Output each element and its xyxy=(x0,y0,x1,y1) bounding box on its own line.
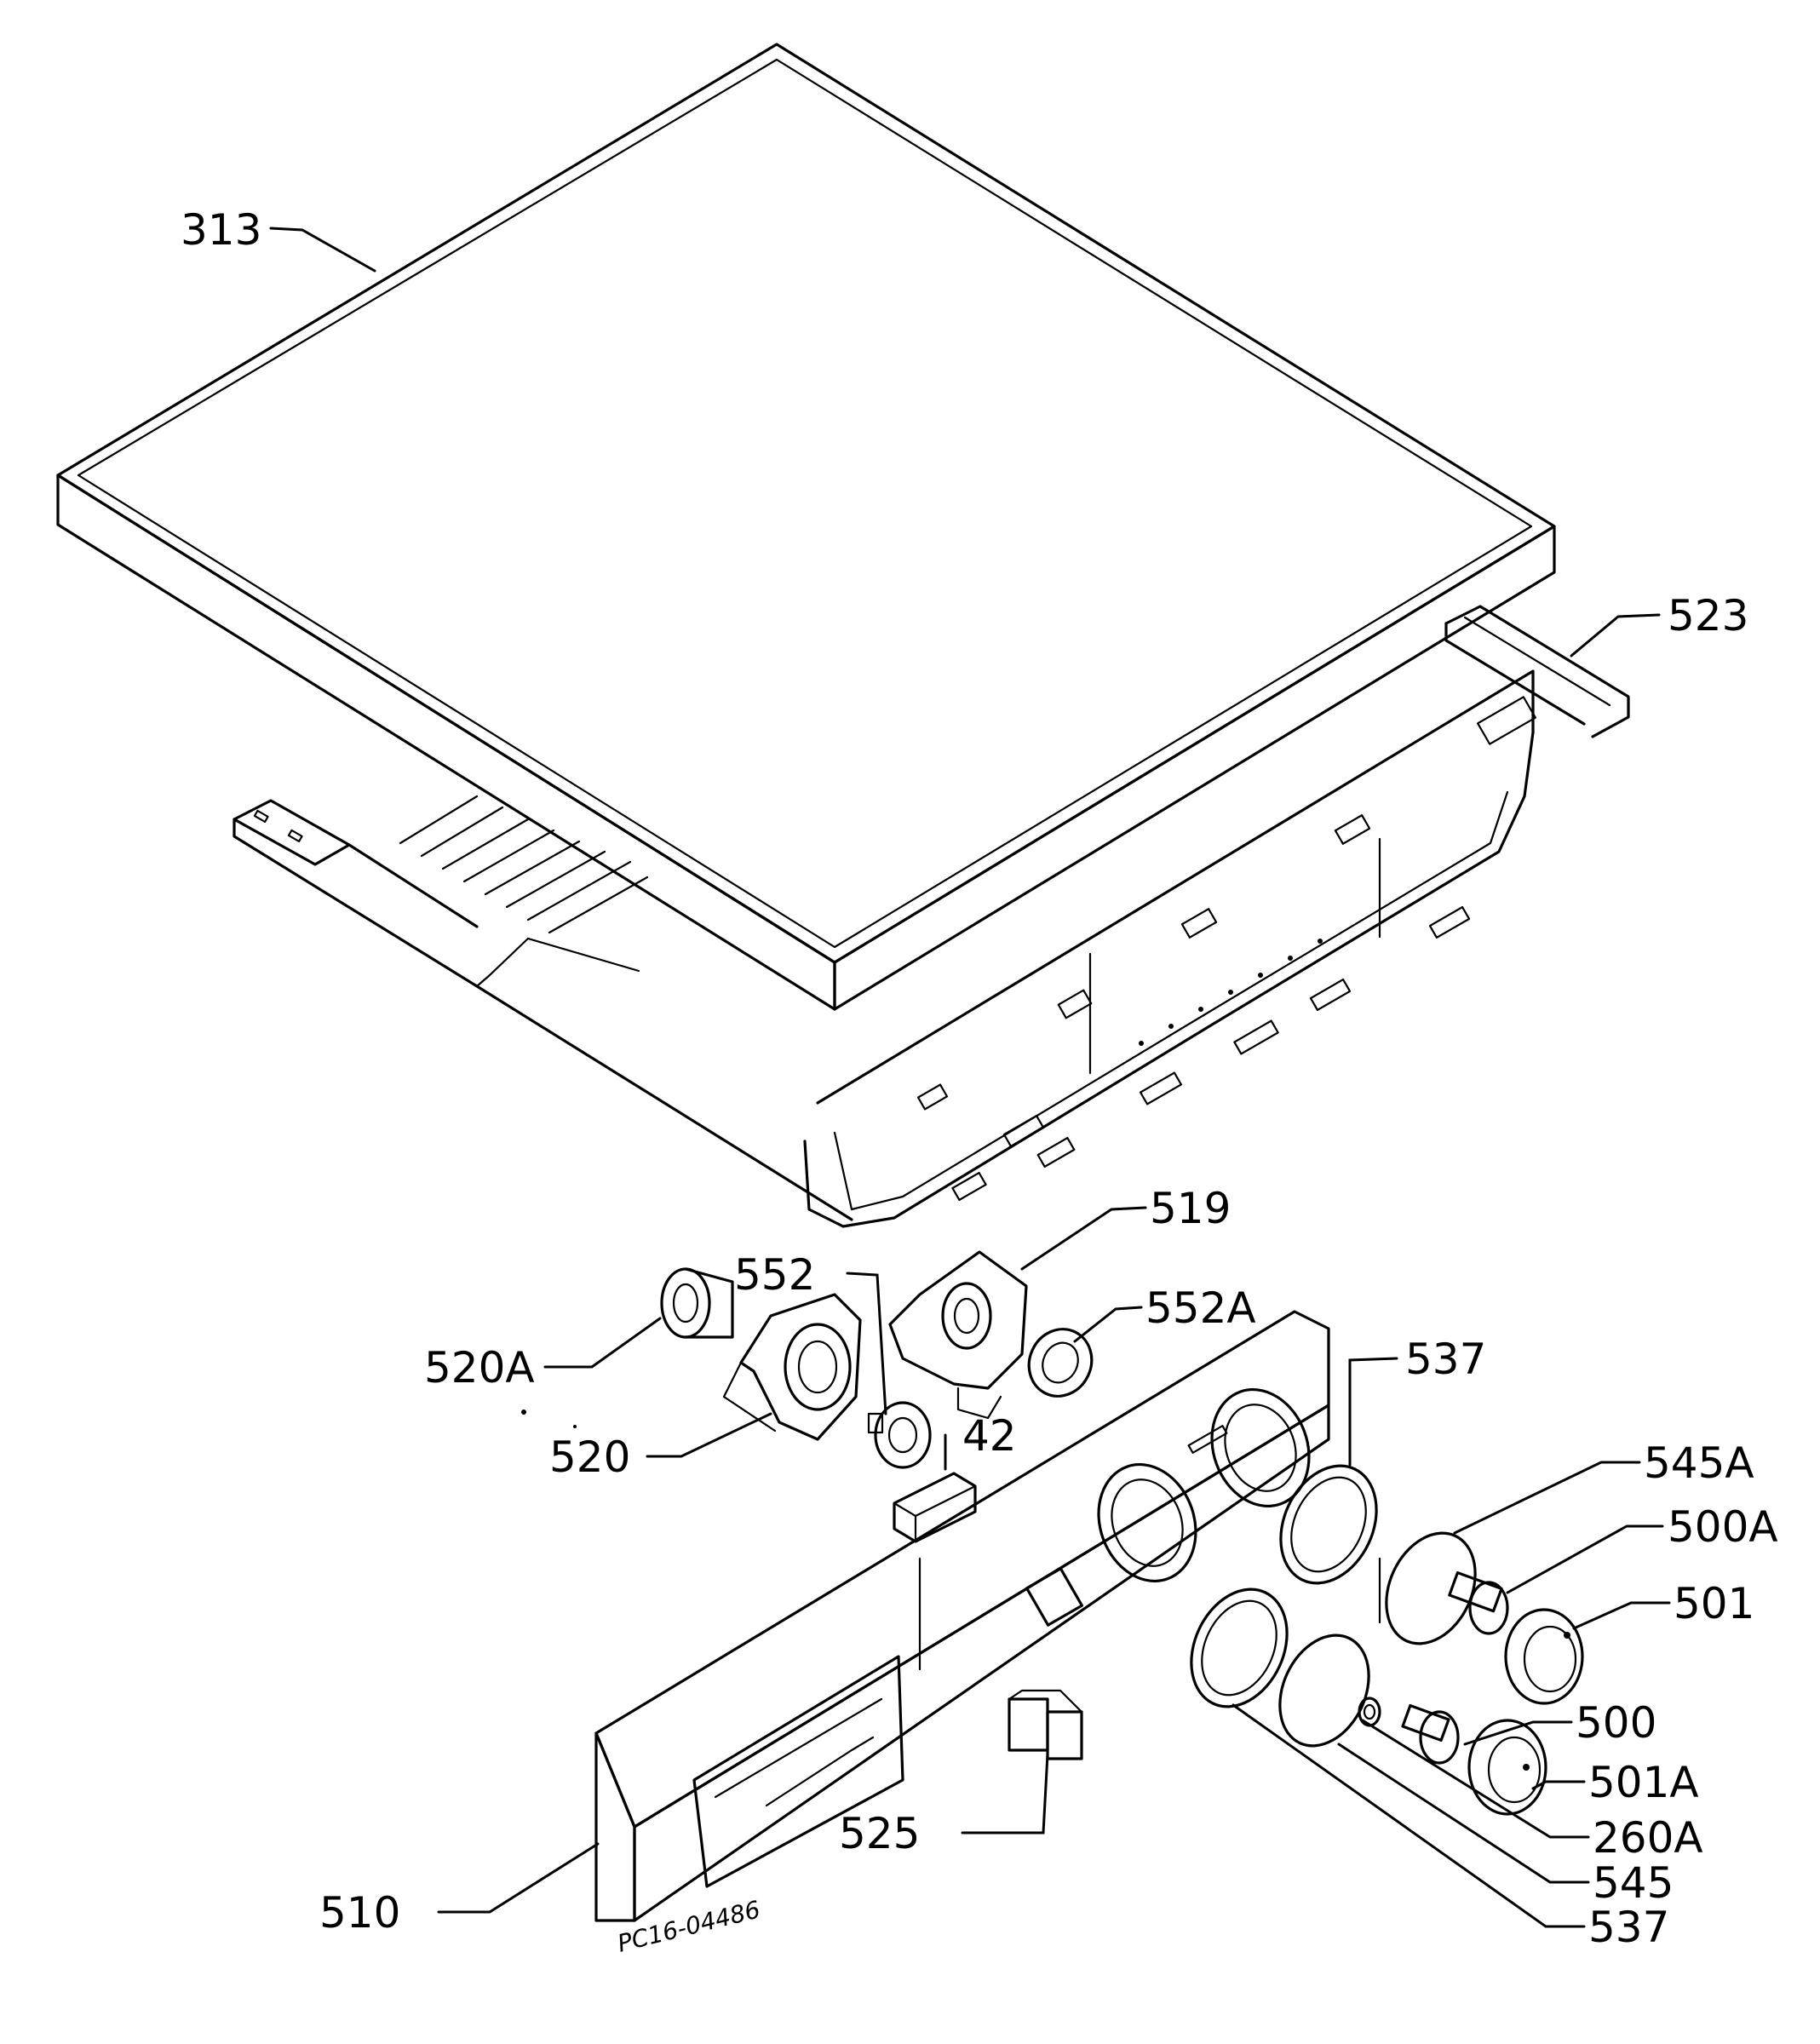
control-panel-510 xyxy=(594,1310,1330,1922)
label-520A: 520A xyxy=(424,1343,535,1392)
label-313: 313 xyxy=(181,205,261,255)
label-525: 525 xyxy=(839,1809,920,1858)
label-552A: 552A xyxy=(1145,1283,1256,1333)
label-42: 42 xyxy=(962,1411,1017,1461)
knob-552 xyxy=(867,1401,932,1469)
stray-dot xyxy=(521,1410,526,1415)
control-frame-523 xyxy=(233,605,1630,1228)
label-552: 552 xyxy=(734,1250,815,1300)
stray-dot xyxy=(573,1425,577,1428)
clip-42 xyxy=(893,1472,977,1543)
ring-552A xyxy=(1027,1328,1094,1398)
label-520: 520 xyxy=(549,1433,630,1482)
worktop-lid-313 xyxy=(56,43,1556,1011)
label-545: 545 xyxy=(1593,1858,1674,1908)
drawing-code: PC16-04486 xyxy=(615,1895,763,1957)
label-537-upper: 537 xyxy=(1405,1335,1486,1384)
bracket-519 xyxy=(888,1250,1028,1420)
label-510: 510 xyxy=(319,1888,400,1938)
rotor-520A xyxy=(660,1267,734,1339)
label-501: 501 xyxy=(1674,1579,1754,1628)
label-523: 523 xyxy=(1668,591,1748,640)
selector-520 xyxy=(722,1293,862,1441)
label-500A: 500A xyxy=(1668,1502,1778,1552)
switch-525 xyxy=(1008,1689,1083,1760)
label-519: 519 xyxy=(1150,1184,1231,1233)
leader-lines xyxy=(269,227,1671,1928)
label-545A: 545A xyxy=(1644,1438,1754,1488)
label-260A: 260A xyxy=(1593,1813,1703,1863)
callout-labels: 313 523 519 552 552A 520A 537 520 42 545… xyxy=(181,205,1778,1952)
label-537-lower: 537 xyxy=(1588,1903,1669,1952)
label-500: 500 xyxy=(1576,1698,1656,1748)
label-501A: 501A xyxy=(1588,1758,1699,1807)
